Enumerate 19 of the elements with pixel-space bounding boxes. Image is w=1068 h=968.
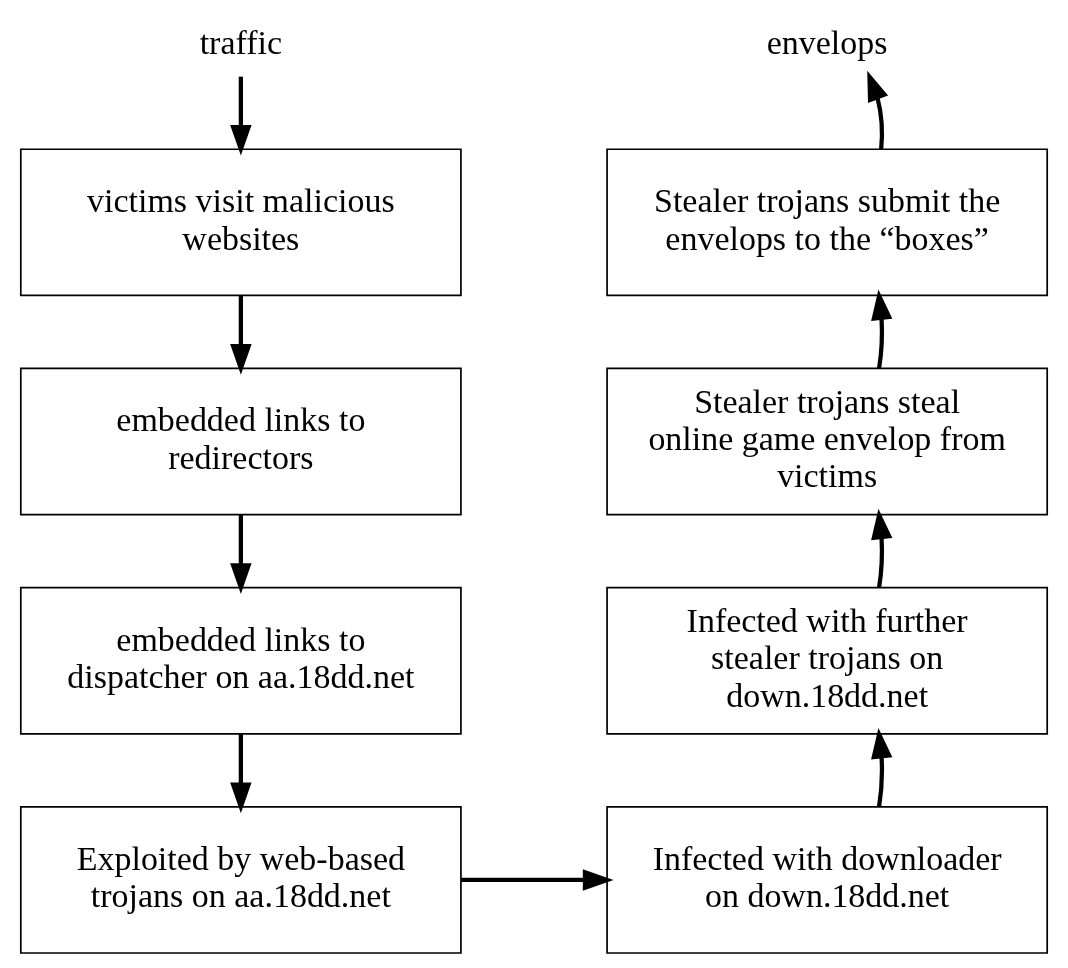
node-box: Stealer trojans submit the envelops to the “boxes” xyxy=(606,148,1049,297)
arrow xyxy=(230,295,252,375)
node-box: Infected with further stealer trojans on down.18dd.net xyxy=(606,586,1049,735)
node-box: Infected with downloader on down.18dd.net xyxy=(606,806,1049,954)
arrow xyxy=(230,76,252,156)
arrow xyxy=(461,869,614,891)
node-text: traffic xyxy=(199,24,283,62)
arrow xyxy=(230,734,252,814)
arrow xyxy=(230,515,252,594)
node-box: Exploited by web-based trojans on aa.18dd.net xyxy=(19,806,462,954)
node-box: victims visit malicious websites xyxy=(19,148,462,297)
arrow xyxy=(871,289,893,369)
node-box: embedded links to dispatcher on aa.18dd.net xyxy=(19,586,462,735)
arrow xyxy=(867,70,889,150)
arrow xyxy=(871,508,893,588)
node-box: embedded links to redirectors xyxy=(19,367,462,516)
arrow xyxy=(871,727,893,808)
node-text: envelops xyxy=(766,24,888,62)
node-box: Stealer trojans steal online game envelop from victims xyxy=(606,367,1049,516)
